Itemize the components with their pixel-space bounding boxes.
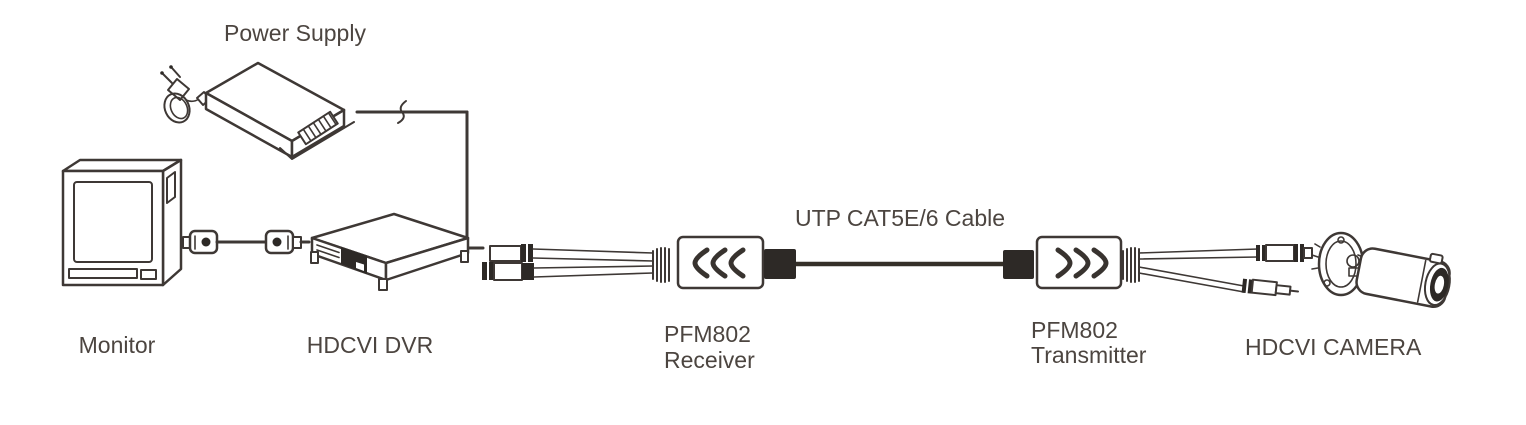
transmitter-label-line2: Transmitter: [1031, 342, 1147, 368]
dvr-device: [310, 212, 470, 291]
camera-body: [1355, 247, 1451, 308]
power-plug-icon: [160, 65, 211, 124]
receiver-device: [482, 235, 796, 290]
monitor-screen: [73, 181, 153, 263]
dvr-label: HDCVI DVR: [307, 332, 434, 358]
power-supply-device: [160, 61, 355, 160]
bnc-connector-camera: [1256, 244, 1313, 262]
left-arrows-icon: [692, 247, 746, 279]
dc-power-connector: [1241, 278, 1300, 297]
transmitter-device: [1003, 235, 1313, 297]
right-arrows-icon: [1055, 247, 1109, 279]
utp-cable-label: UTP CAT5E/6 Cable: [795, 205, 1005, 231]
rj45-plug-right: [1003, 250, 1034, 279]
camera-device: [1311, 231, 1451, 308]
bnc-connector-bottom: [482, 262, 534, 281]
power-output-connector: [297, 110, 339, 146]
monitor-label: Monitor: [79, 332, 156, 358]
bnc-connector-top: [489, 244, 533, 262]
receiver-label-line2: Receiver: [664, 347, 755, 373]
rj45-plug-left: [764, 249, 796, 279]
cable-break-icon: [397, 100, 407, 124]
video-cable: [182, 229, 311, 255]
receiver-label-line1: PFM802: [664, 321, 751, 347]
receiver-body: [676, 235, 765, 290]
power-supply-label: Power Supply: [224, 20, 366, 46]
camera-label: HDCVI CAMERA: [1245, 334, 1422, 360]
monitor-device: [61, 158, 183, 287]
transmitter-label-line1: PFM802: [1031, 317, 1118, 343]
